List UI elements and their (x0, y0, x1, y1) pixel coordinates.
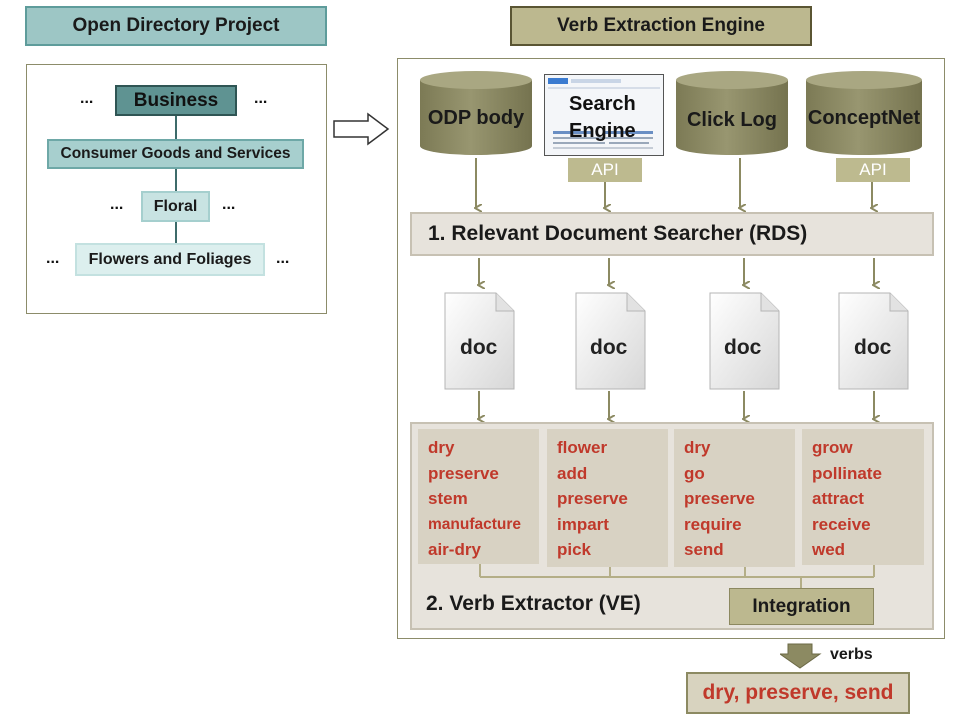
verb-column-3: dry go preserve require send (674, 429, 795, 567)
verb-item: wed (812, 540, 846, 559)
cylinder-odp-body (420, 71, 532, 155)
source-click-log: Click Log (686, 108, 777, 131)
hollow-right-arrow-icon (333, 112, 390, 146)
doc-label-3: doc (724, 336, 762, 359)
verb-item: add (557, 463, 588, 483)
verb-item: dry (428, 438, 455, 457)
api-label-search-engine: API (568, 158, 642, 182)
source-conceptnet: ConceptNet (807, 106, 921, 129)
down-arrow-icon (780, 643, 822, 669)
doc-label-2: doc (590, 336, 628, 359)
browser-page-icon (548, 78, 660, 149)
verbs-label: verbs (830, 646, 873, 663)
verb-item: air-dry (428, 540, 481, 559)
dots-left-business: ... (80, 90, 94, 107)
verb-item: receive (812, 514, 871, 534)
ve-label: 2. Verb Extractor (VE) (426, 592, 641, 615)
node-business: Business (115, 85, 237, 116)
dots-right-flowers: ... (276, 250, 290, 267)
api-label-conceptnet: API (836, 158, 910, 182)
verb-item: preserve (428, 463, 499, 483)
dots-left-flowers: ... (46, 250, 60, 267)
verb-item: attract (812, 489, 864, 508)
verb-column-2: flower add preserve impart pick (547, 429, 668, 567)
node-floral: Floral (141, 191, 210, 222)
source-search-engine: Search Engine (569, 93, 636, 142)
dots-right-floral: ... (222, 196, 236, 213)
search-engine-thumbnail: Search Engine (544, 74, 664, 156)
doc-icon-2 (575, 292, 646, 390)
rds-bar: 1. Relevant Document Searcher (RDS) (410, 212, 934, 256)
verb-item: pick (557, 540, 592, 559)
verb-item: pollinate (812, 463, 882, 483)
doc-label-1: doc (460, 336, 498, 359)
cylinder-click-log (676, 71, 788, 155)
result-box: dry, preserve, send (686, 672, 910, 714)
node-flowers-foliages: Flowers and Foliages (75, 243, 265, 276)
engine-title: Verb Extraction Engine (510, 6, 812, 46)
verb-item: stem (428, 489, 468, 508)
verb-column-4: grow pollinate attract receive wed (802, 429, 924, 565)
verb-item: preserve (557, 489, 628, 508)
node-consumer-goods: Consumer Goods and Services (47, 139, 304, 169)
cylinder-conceptnet (806, 71, 922, 155)
verb-item: preserve (684, 489, 755, 508)
verb-item: flower (557, 438, 608, 457)
verb-column-1: dry preserve stem manufacture air-dry (418, 429, 539, 564)
dots-right-business: ... (254, 90, 268, 107)
doc-icon-4 (838, 292, 909, 390)
verb-item: dry (684, 438, 711, 457)
verb-item: go (684, 463, 705, 483)
doc-label-4: doc (854, 336, 892, 359)
source-odp-body: ODP body (427, 106, 525, 129)
verb-item: manufacture (428, 515, 522, 533)
verb-item: impart (557, 514, 609, 534)
verb-item: grow (812, 438, 853, 457)
integration-box: Integration (729, 588, 874, 625)
doc-icon-1 (444, 292, 515, 390)
verb-item: send (684, 540, 724, 559)
verb-item: require (684, 514, 742, 534)
doc-icon-3 (709, 292, 780, 390)
odp-title: Open Directory Project (25, 6, 327, 46)
dots-left-floral: ... (110, 196, 124, 213)
